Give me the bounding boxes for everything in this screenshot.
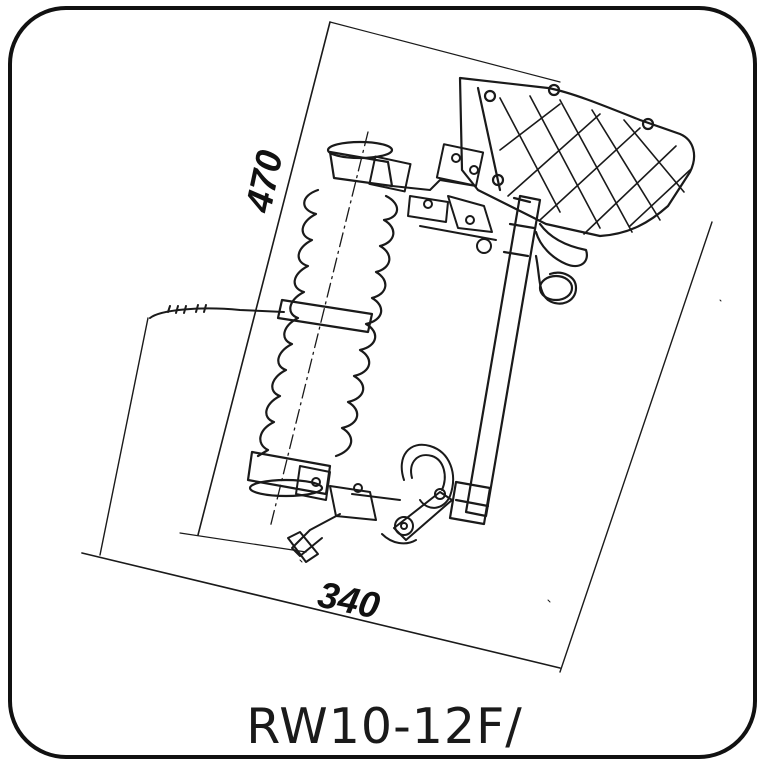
upper-contact bbox=[368, 143, 497, 254]
arc-hood bbox=[458, 76, 696, 268]
fuse-tube bbox=[448, 194, 578, 526]
speck-marks bbox=[299, 299, 722, 603]
dimension-470-lines bbox=[179, 21, 561, 553]
dimension-340-lines bbox=[81, 221, 713, 673]
lower-contact bbox=[287, 443, 455, 563]
dimension-340-label: 340 bbox=[314, 574, 383, 627]
rounded-frame bbox=[8, 6, 757, 759]
mounting-wire bbox=[149, 304, 285, 319]
model-label: RW10-12F/ bbox=[246, 698, 523, 755]
